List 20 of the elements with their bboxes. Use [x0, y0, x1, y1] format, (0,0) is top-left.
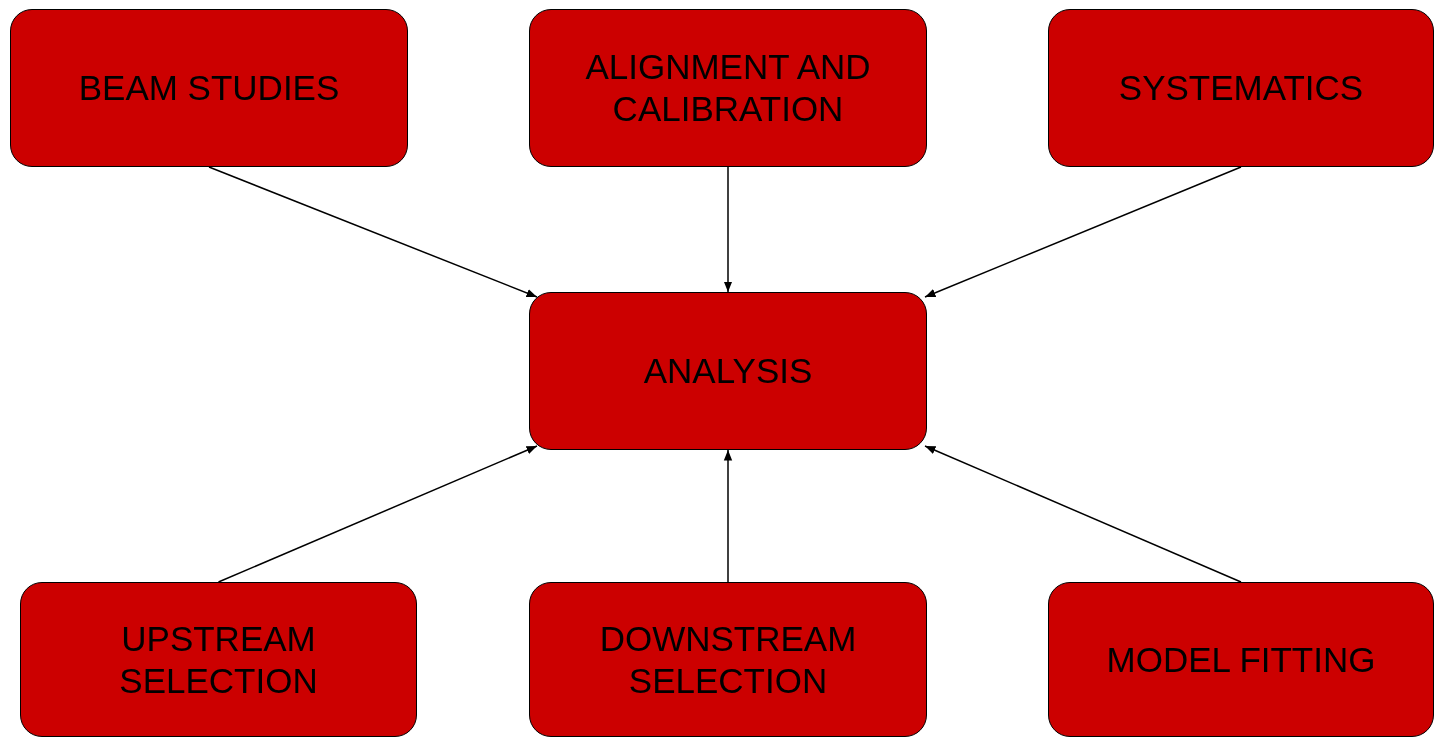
- arrow: [217, 445, 538, 583]
- box-label: MODEL FITTING: [1106, 638, 1376, 681]
- box-label: SYSTEMATICS: [1118, 67, 1364, 109]
- process-box: [529, 582, 927, 737]
- box-label: ANALYSIS: [643, 350, 813, 392]
- box-label: DOWNSTREAM SELECTION: [598, 617, 858, 702]
- box-label: ALIGNMENT AND CALIBRATION: [584, 46, 872, 130]
- process-box: [1048, 9, 1434, 167]
- process-box: [529, 292, 927, 450]
- arrow: [924, 445, 1242, 583]
- box-label: UPSTREAM SELECTION: [118, 617, 319, 702]
- process-box: [529, 9, 927, 167]
- arrow: [208, 166, 538, 298]
- process-box: [10, 9, 408, 167]
- process-box: [1048, 582, 1434, 737]
- arrow: [723, 166, 733, 293]
- box-label: BEAM STUDIES: [78, 67, 340, 109]
- arrow: [924, 166, 1242, 298]
- process-box: [20, 582, 417, 737]
- arrow: [723, 449, 733, 583]
